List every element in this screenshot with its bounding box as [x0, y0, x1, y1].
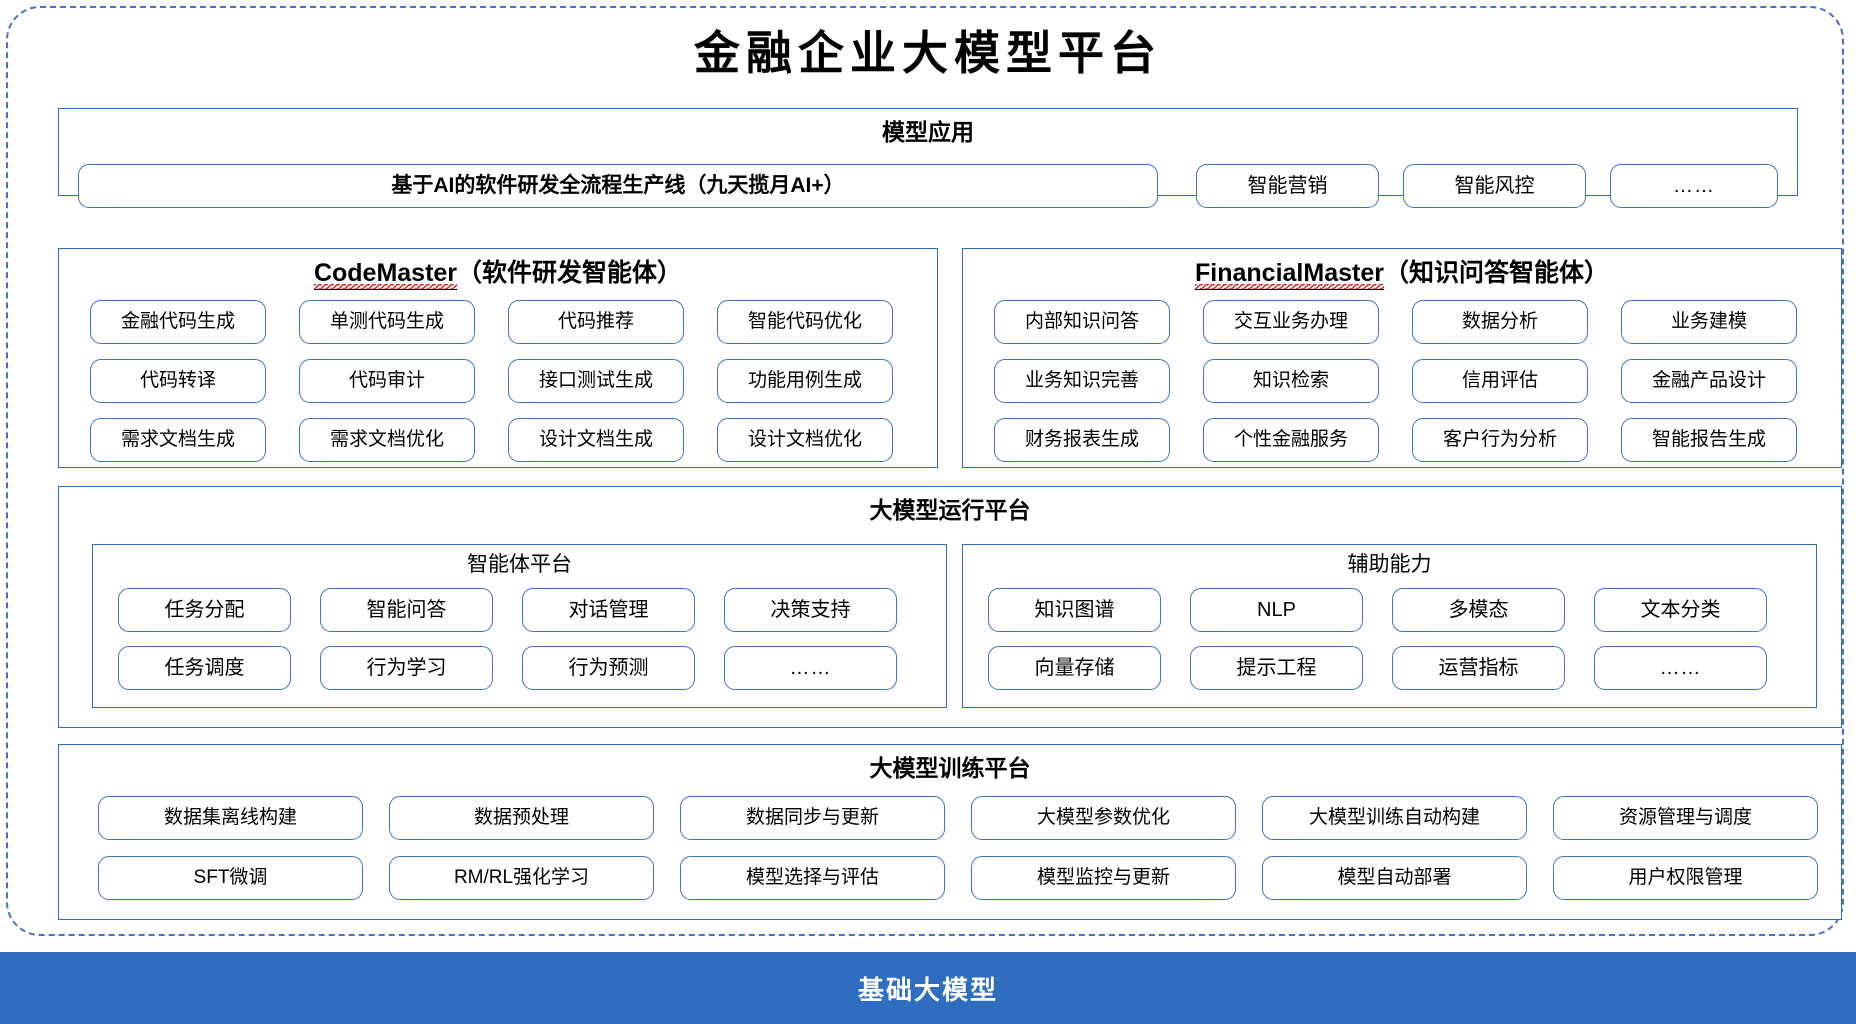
chip-agent-platform-4[interactable]: 任务调度: [118, 646, 291, 690]
chip-code-master-4[interactable]: 代码转译: [90, 359, 266, 403]
chip-agent-platform-5[interactable]: 行为学习: [320, 646, 493, 690]
chip-app-1[interactable]: 智能营销: [1196, 164, 1379, 208]
financial-master-name: FinancialMaster: [1195, 259, 1384, 290]
chip-code-master-3[interactable]: 智能代码优化: [717, 300, 893, 344]
chip-training-platform-5[interactable]: 资源管理与调度: [1553, 796, 1818, 840]
chip-financial-master-8[interactable]: 财务报表生成: [994, 418, 1170, 462]
chip-code-master-7[interactable]: 功能用例生成: [717, 359, 893, 403]
chip-training-platform-2[interactable]: 数据同步与更新: [680, 796, 945, 840]
chip-training-platform-10[interactable]: 模型自动部署: [1262, 856, 1527, 900]
chip-financial-master-3[interactable]: 业务建模: [1621, 300, 1797, 344]
chip-training-platform-7[interactable]: RM/RL强化学习: [389, 856, 654, 900]
chip-training-platform-9[interactable]: 模型监控与更新: [971, 856, 1236, 900]
chip-agent-platform-7[interactable]: ……: [724, 646, 897, 690]
section-title-runtime-platform: 大模型运行平台: [869, 497, 1031, 523]
chip-support-capability-4[interactable]: 向量存储: [988, 646, 1161, 690]
chip-code-master-10[interactable]: 设计文档生成: [508, 418, 684, 462]
chip-financial-master-2[interactable]: 数据分析: [1412, 300, 1588, 344]
chip-code-master-11[interactable]: 设计文档优化: [717, 418, 893, 462]
section-title-financial-master: FinancialMaster（知识问答智能体）: [963, 256, 1841, 290]
chip-financial-master-6[interactable]: 信用评估: [1412, 359, 1588, 403]
chip-financial-master-10[interactable]: 客户行为分析: [1412, 418, 1588, 462]
chip-financial-master-11[interactable]: 智能报告生成: [1621, 418, 1797, 462]
chip-app-2[interactable]: 智能风控: [1403, 164, 1586, 208]
chip-agent-platform-3[interactable]: 决策支持: [724, 588, 897, 632]
page-title: 金融企业大模型平台: [694, 28, 1162, 79]
outer-dashed-frame: [6, 6, 1844, 936]
chip-support-capability-7[interactable]: ……: [1594, 646, 1767, 690]
subpanel-title-support-capability: 辅助能力: [1347, 553, 1432, 576]
chip-code-master-2[interactable]: 代码推荐: [508, 300, 684, 344]
chip-agent-platform-2[interactable]: 对话管理: [522, 588, 695, 632]
section-title-training-platform: 大模型训练平台: [869, 755, 1031, 781]
chip-agent-platform-0[interactable]: 任务分配: [118, 588, 291, 632]
chip-financial-master-4[interactable]: 业务知识完善: [994, 359, 1170, 403]
chip-training-platform-11[interactable]: 用户权限管理: [1553, 856, 1818, 900]
chip-training-platform-1[interactable]: 数据预处理: [389, 796, 654, 840]
chip-financial-master-5[interactable]: 知识检索: [1203, 359, 1379, 403]
chip-code-master-5[interactable]: 代码审计: [299, 359, 475, 403]
chip-financial-master-9[interactable]: 个性金融服务: [1203, 418, 1379, 462]
chip-support-capability-5[interactable]: 提示工程: [1190, 646, 1363, 690]
chip-code-master-0[interactable]: 金融代码生成: [90, 300, 266, 344]
chip-app-0[interactable]: 基于AI的软件研发全流程生产线（九天揽月AI+）: [78, 164, 1158, 208]
chip-training-platform-0[interactable]: 数据集离线构建: [98, 796, 363, 840]
subpanel-title-agent-platform: 智能体平台: [467, 553, 572, 576]
code-master-name: CodeMaster: [313, 259, 458, 290]
chip-financial-master-0[interactable]: 内部知识问答: [994, 300, 1170, 344]
chip-agent-platform-1[interactable]: 智能问答: [320, 588, 493, 632]
chip-support-capability-0[interactable]: 知识图谱: [988, 588, 1161, 632]
base-model-label: 基础大模型: [857, 974, 998, 1005]
section-title-code-master: CodeMaster（软件研发智能体）: [59, 256, 937, 290]
base-model-band: 基础大模型: [0, 952, 1856, 1024]
chip-support-capability-3[interactable]: 文本分类: [1594, 588, 1767, 632]
chip-code-master-6[interactable]: 接口测试生成: [508, 359, 684, 403]
chip-code-master-8[interactable]: 需求文档生成: [90, 418, 266, 462]
chip-training-platform-3[interactable]: 大模型参数优化: [971, 796, 1236, 840]
chip-app-3[interactable]: ……: [1610, 164, 1778, 208]
financial-master-suffix: （知识问答智能体）: [1383, 259, 1609, 287]
chip-financial-master-7[interactable]: 金融产品设计: [1621, 359, 1797, 403]
chip-support-capability-2[interactable]: 多模态: [1392, 588, 1565, 632]
chip-training-platform-8[interactable]: 模型选择与评估: [680, 856, 945, 900]
section-title-model-application: 模型应用: [882, 119, 974, 145]
chip-code-master-9[interactable]: 需求文档优化: [299, 418, 475, 462]
chip-code-master-1[interactable]: 单测代码生成: [299, 300, 475, 344]
chip-training-platform-4[interactable]: 大模型训练自动构建: [1262, 796, 1527, 840]
chip-agent-platform-6[interactable]: 行为预测: [522, 646, 695, 690]
chip-financial-master-1[interactable]: 交互业务办理: [1203, 300, 1379, 344]
chip-support-capability-6[interactable]: 运营指标: [1392, 646, 1565, 690]
code-master-suffix: （软件研发智能体）: [457, 259, 683, 287]
chip-training-platform-6[interactable]: SFT微调: [98, 856, 363, 900]
chip-support-capability-1[interactable]: NLP: [1190, 588, 1363, 632]
